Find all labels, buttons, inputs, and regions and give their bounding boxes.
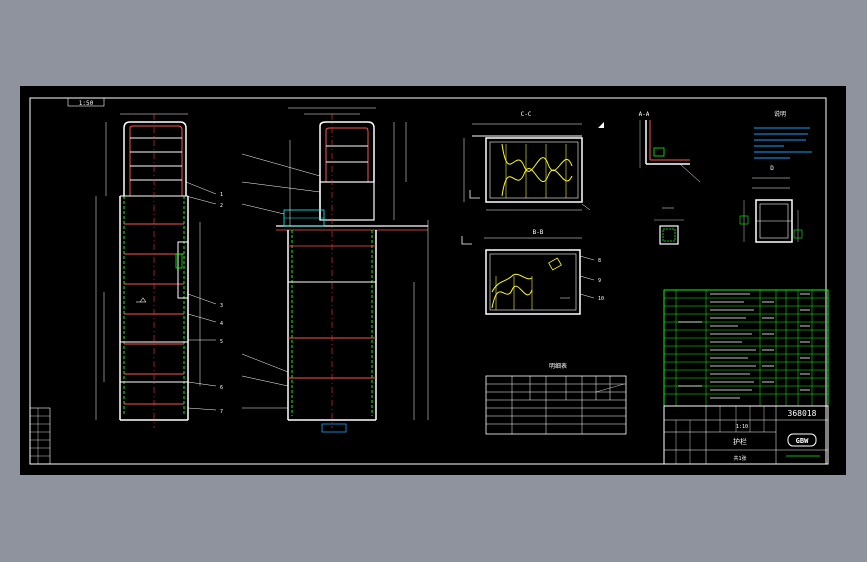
side-view xyxy=(241,107,429,433)
notes-block: 说明 xyxy=(754,110,812,159)
notes-heading: 说明 xyxy=(774,110,786,118)
table-heading: 明细表 xyxy=(549,362,567,370)
title-scale: 1:10 xyxy=(736,424,748,430)
drawing-canvas: 1:50 xyxy=(29,97,829,465)
section-view-cc: C-C xyxy=(463,111,604,211)
detail-d: D xyxy=(739,165,803,243)
drawing-number: 368018 xyxy=(788,409,817,418)
title-block: 1:10 护栏 共1张 368018 GBW xyxy=(663,405,829,465)
section-view-bb: B-B xyxy=(461,229,595,315)
section-label-bb: B-B xyxy=(533,229,544,236)
callouts: 1 2 3 4 5 6 7 8 9 10 xyxy=(220,192,604,415)
frame-title: 1:50 xyxy=(79,100,94,107)
section-label-d: D xyxy=(770,165,774,172)
section-label-aa: A-A xyxy=(639,111,650,118)
callout-3: 3 xyxy=(220,303,223,309)
callout-2: 2 xyxy=(220,203,223,209)
company-logo: GBW xyxy=(796,437,809,445)
revision-block xyxy=(29,407,51,465)
bill-of-materials xyxy=(663,289,829,407)
callout-10: 10 xyxy=(598,296,604,302)
detail-small-square xyxy=(654,207,684,245)
detail-aa: A-A xyxy=(639,111,701,183)
cad-viewport[interactable]: 1:50 xyxy=(20,86,846,475)
callout-4: 4 xyxy=(220,321,223,327)
callout-7: 7 xyxy=(220,409,223,415)
logo-badge xyxy=(787,433,817,447)
section-label-cc: C-C xyxy=(521,111,532,118)
callout-5: 5 xyxy=(220,339,223,345)
drawing-frame xyxy=(29,97,827,465)
title-sheet: 共1张 xyxy=(733,455,746,462)
title-drawing-name: 护栏 xyxy=(733,437,747,446)
callout-6: 6 xyxy=(220,385,223,391)
callout-8: 8 xyxy=(598,258,601,264)
frame-title-box xyxy=(67,97,105,107)
front-view xyxy=(95,113,217,428)
callout-9: 9 xyxy=(598,278,601,284)
parts-summary-table: 明细表 xyxy=(485,362,627,435)
callout-1: 1 xyxy=(220,192,223,198)
